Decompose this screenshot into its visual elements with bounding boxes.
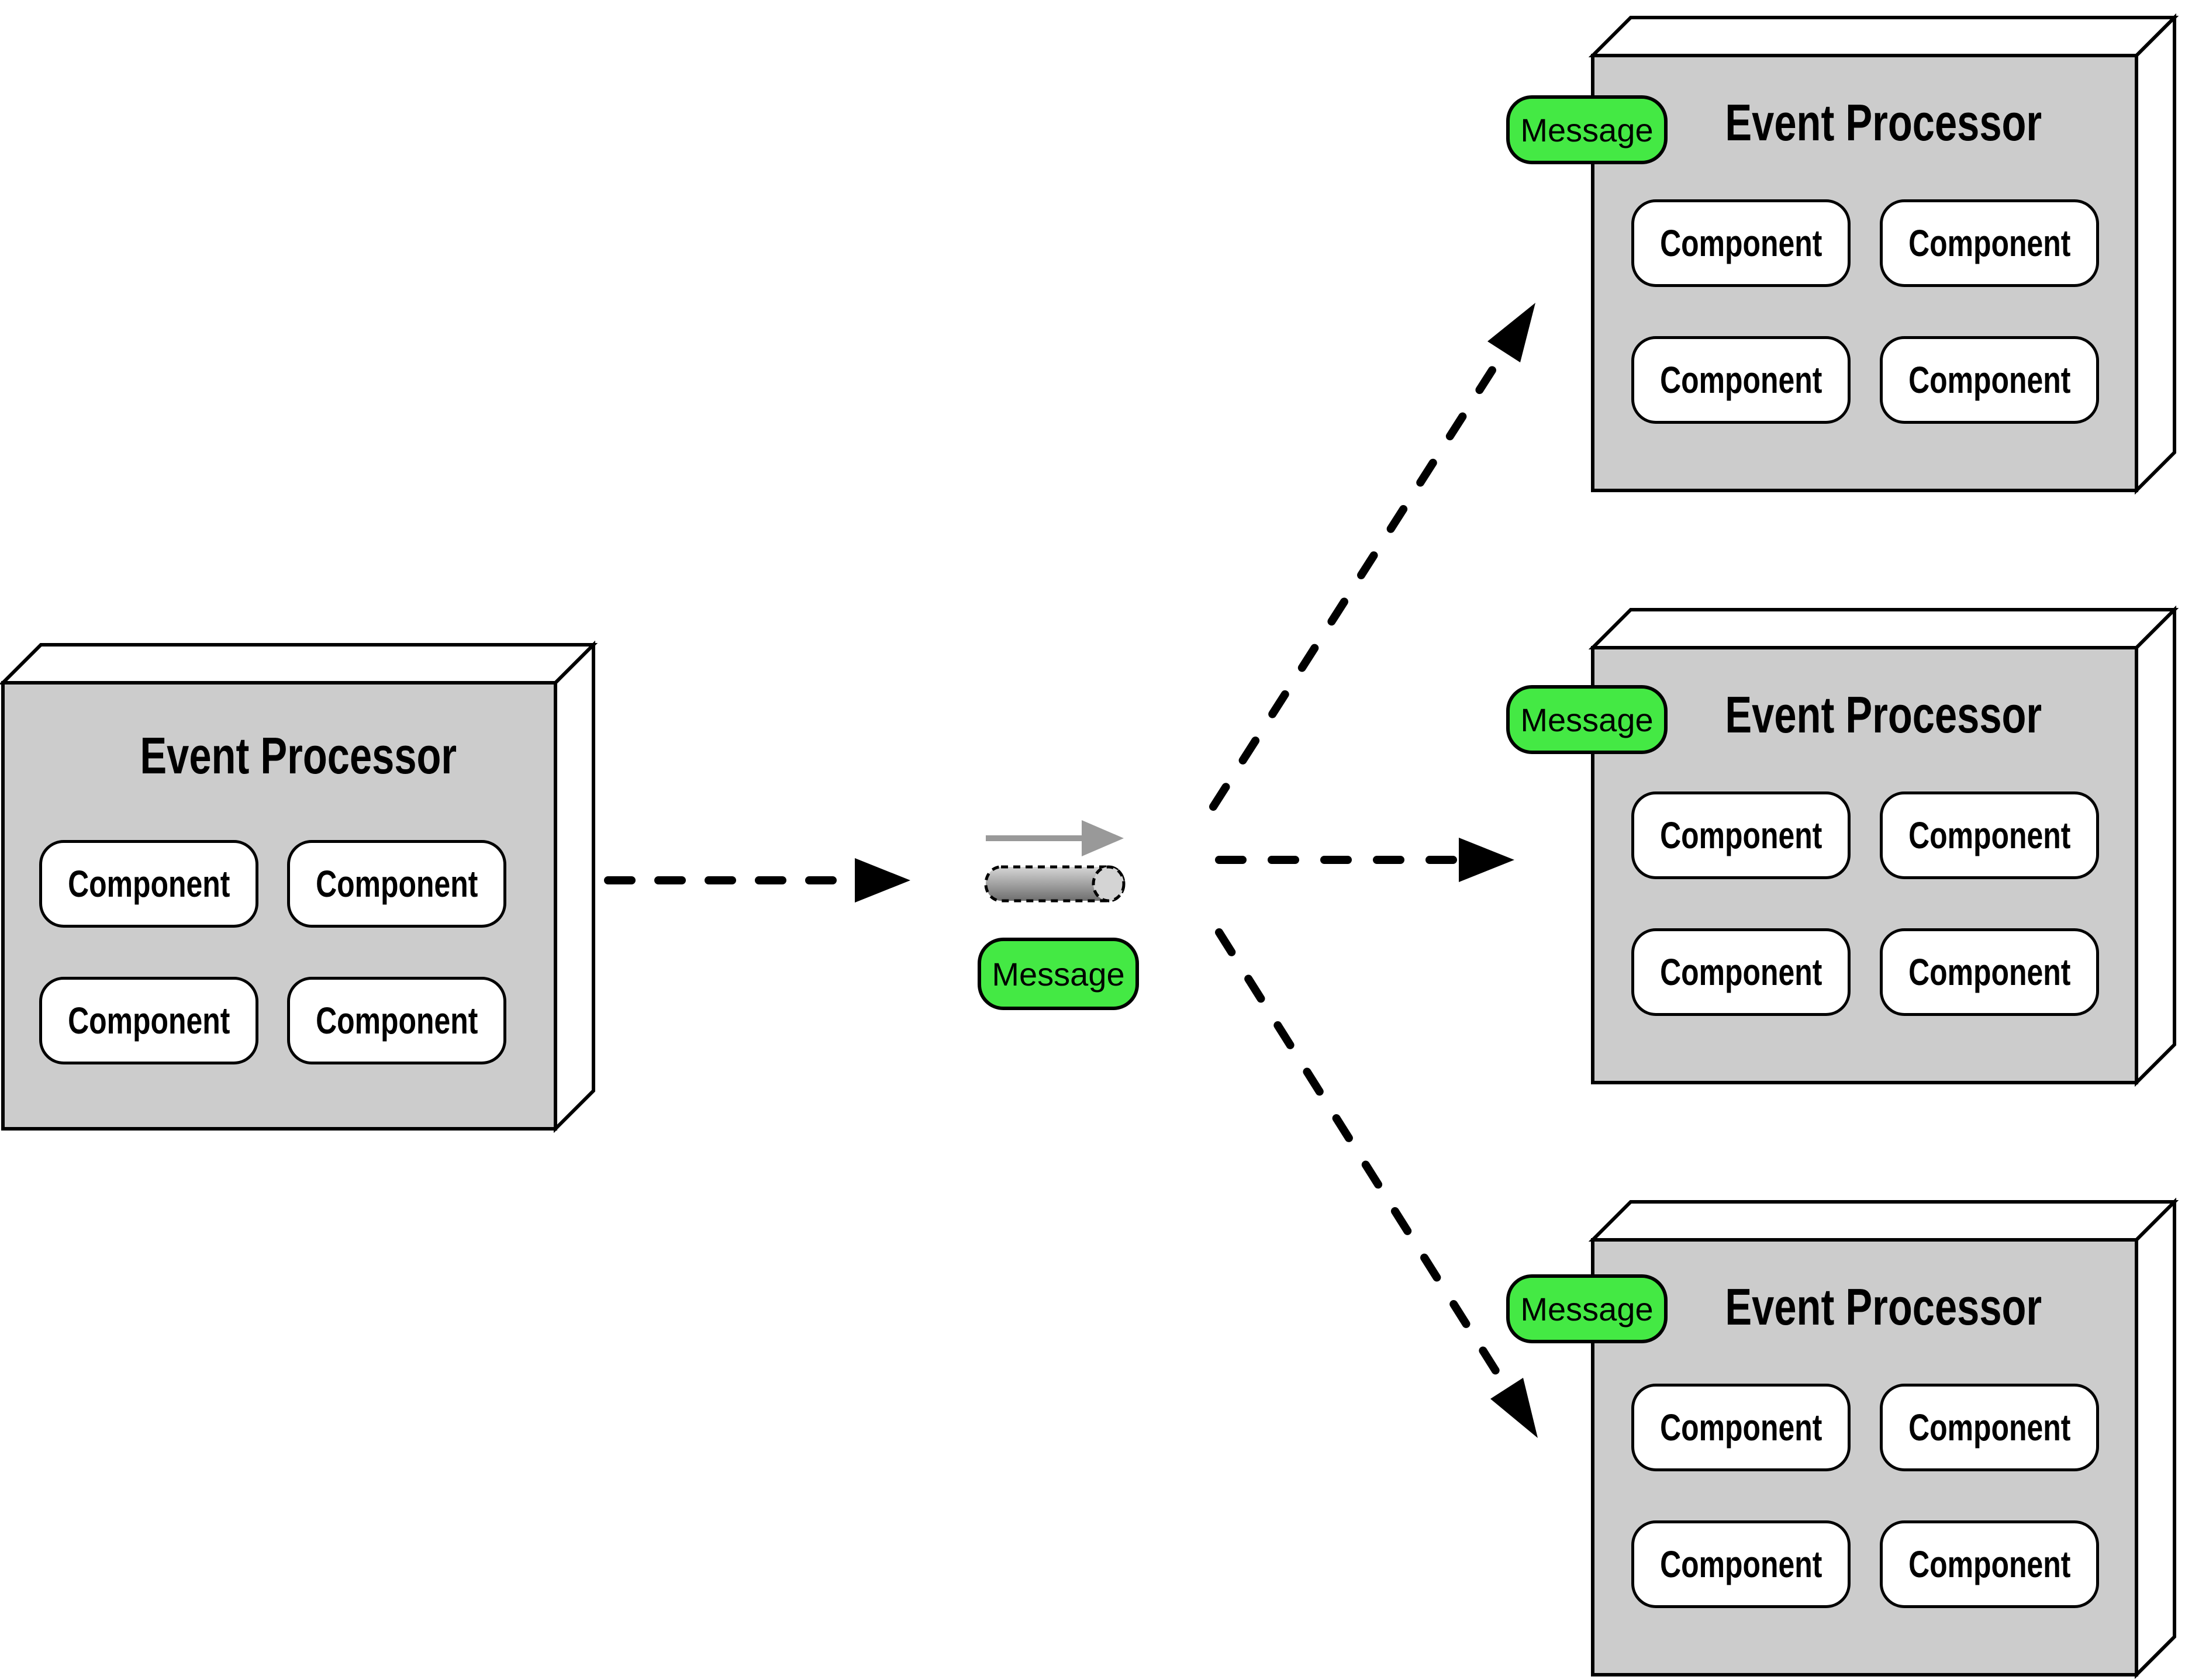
component-box: Component: [1880, 928, 2099, 1016]
component-box: Component: [1631, 1520, 1851, 1608]
gray-flow-arrow-icon: [986, 820, 1124, 856]
dashed-arrow-to-middle-consumer-icon: [1215, 838, 1514, 882]
component-box: Component: [39, 840, 258, 928]
component-box: Component: [287, 840, 506, 928]
component-box: Component: [1880, 791, 2099, 879]
processor-title: Event Processor: [1725, 1278, 2042, 1336]
processor-title: Event Processor: [1725, 686, 2042, 744]
component-box: Component: [1880, 1520, 2099, 1608]
message-channel-cylinder-icon: [984, 865, 1126, 903]
component-box: Component: [287, 977, 506, 1064]
component-box: Component: [1880, 199, 2099, 287]
component-box: Component: [39, 977, 258, 1064]
processor-title: Event Processor: [140, 727, 457, 784]
component-box: Component: [1880, 1384, 2099, 1471]
component-box: Component: [1631, 336, 1851, 424]
dashed-arrow-source-to-channel-icon: [604, 858, 910, 903]
component-box: Component: [1631, 791, 1851, 879]
dashed-arrow-to-top-consumer-icon: [1209, 303, 1535, 811]
component-box: Component: [1631, 199, 1851, 287]
channel-message-badge: Message: [978, 938, 1139, 1010]
channel-message-label: Message: [992, 955, 1125, 993]
message-badge-label: Message: [1520, 1290, 1654, 1328]
event-processor-consumer-bottom: Event Processor Component Component Comp…: [1588, 1197, 2179, 1679]
message-badge-label: Message: [1520, 701, 1654, 738]
message-badge-middle-consumer: Message: [1506, 685, 1668, 754]
component-box: Component: [1631, 1384, 1851, 1471]
message-badge-label: Message: [1520, 111, 1654, 148]
event-processor-source: Event Processor Component Component Comp…: [0, 640, 598, 1133]
processor-title: Event Processor: [1725, 94, 2042, 151]
message-badge-bottom-consumer: Message: [1506, 1274, 1668, 1343]
event-processor-consumer-middle: Event Processor Component Component Comp…: [1588, 605, 2179, 1087]
dashed-arrow-to-bottom-consumer-icon: [1215, 928, 1538, 1438]
event-processor-consumer-top: Event Processor Component Component Comp…: [1588, 13, 2179, 495]
message-badge-top-consumer: Message: [1506, 95, 1668, 164]
component-box: Component: [1631, 928, 1851, 1016]
component-box: Component: [1880, 336, 2099, 424]
